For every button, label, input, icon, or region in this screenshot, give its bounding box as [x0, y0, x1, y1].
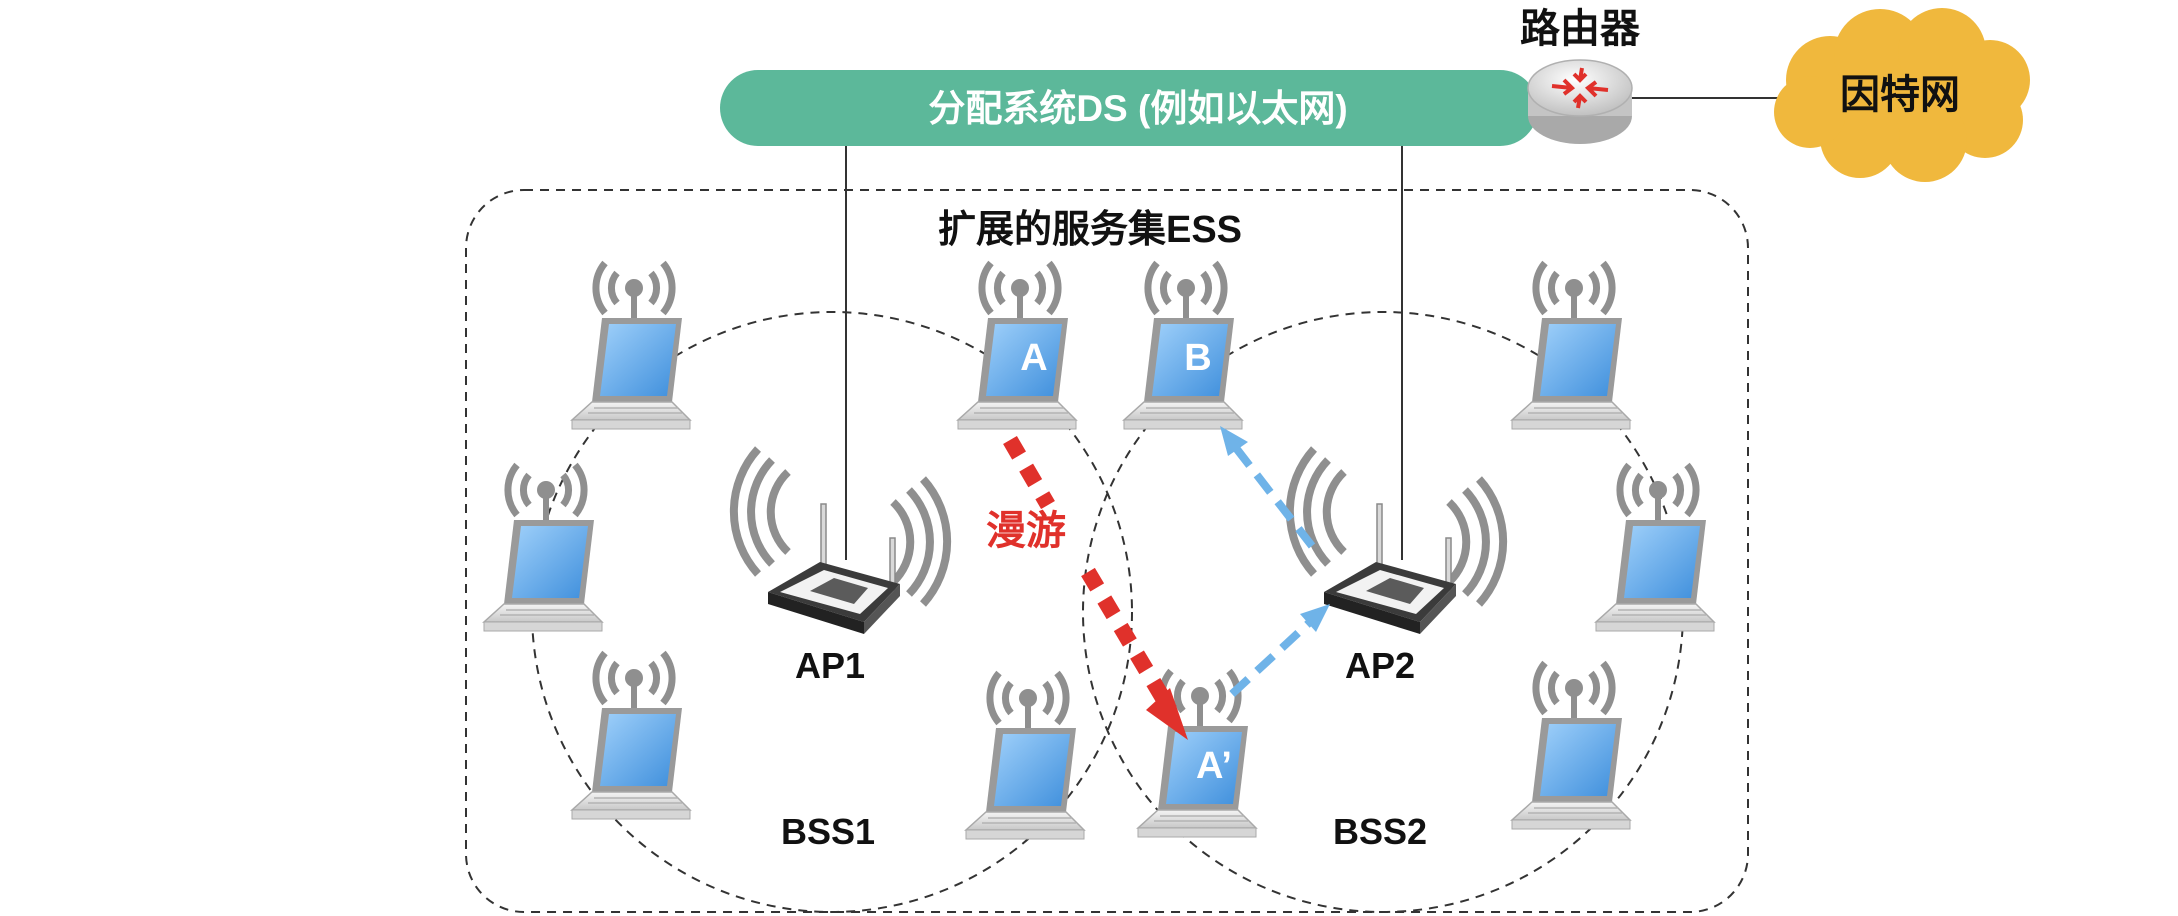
station-a-prime-label: A’ [1196, 745, 1232, 787]
ap2-access-point-icon [1290, 449, 1503, 634]
laptop-icon [966, 673, 1084, 839]
laptop-icon [1512, 263, 1630, 429]
laptop-icon [572, 653, 690, 819]
bss1-label: BSS1 [781, 811, 875, 852]
bss2-label: BSS2 [1333, 811, 1427, 852]
reassoc-arrow-to-b [1232, 445, 1316, 549]
laptop-icon [1512, 663, 1630, 829]
station-a-laptop-icon [958, 263, 1076, 429]
ap1-access-point-icon [734, 449, 947, 634]
reassoc-arrowhead-b [1220, 426, 1248, 456]
roaming-label: 漫游 [986, 509, 1066, 553]
ap2-label: AP2 [1345, 645, 1415, 686]
ap1-label: AP1 [795, 645, 865, 686]
laptop-icon [484, 465, 602, 631]
station-a-label: A [1020, 337, 1047, 379]
ess-boundary [465, 189, 1749, 913]
bss1-boundary [531, 311, 1133, 913]
laptop-icon [572, 263, 690, 429]
internet-cloud-icon [1774, 8, 2030, 182]
station-b-laptop-icon [1124, 263, 1242, 429]
roaming-path-upper [1003, 435, 1055, 510]
roaming-path-lower [1081, 567, 1177, 715]
router-label: 路由器 [1520, 7, 1641, 51]
reassoc-arrowhead-ap2 [1300, 604, 1330, 632]
ds-label: 分配系统DS (例如以太网) [928, 88, 1347, 129]
internet-label: 因特网 [1840, 73, 1960, 117]
ess-label: 扩展的服务集ESS [938, 209, 1242, 251]
laptop-icon [1596, 465, 1714, 631]
roaming-arrowhead [1146, 688, 1188, 740]
router-icon [1527, 59, 1633, 144]
ds-bar [720, 70, 1538, 146]
reassoc-arrow-to-ap2 [1229, 619, 1313, 697]
station-b-label: B [1184, 337, 1211, 379]
